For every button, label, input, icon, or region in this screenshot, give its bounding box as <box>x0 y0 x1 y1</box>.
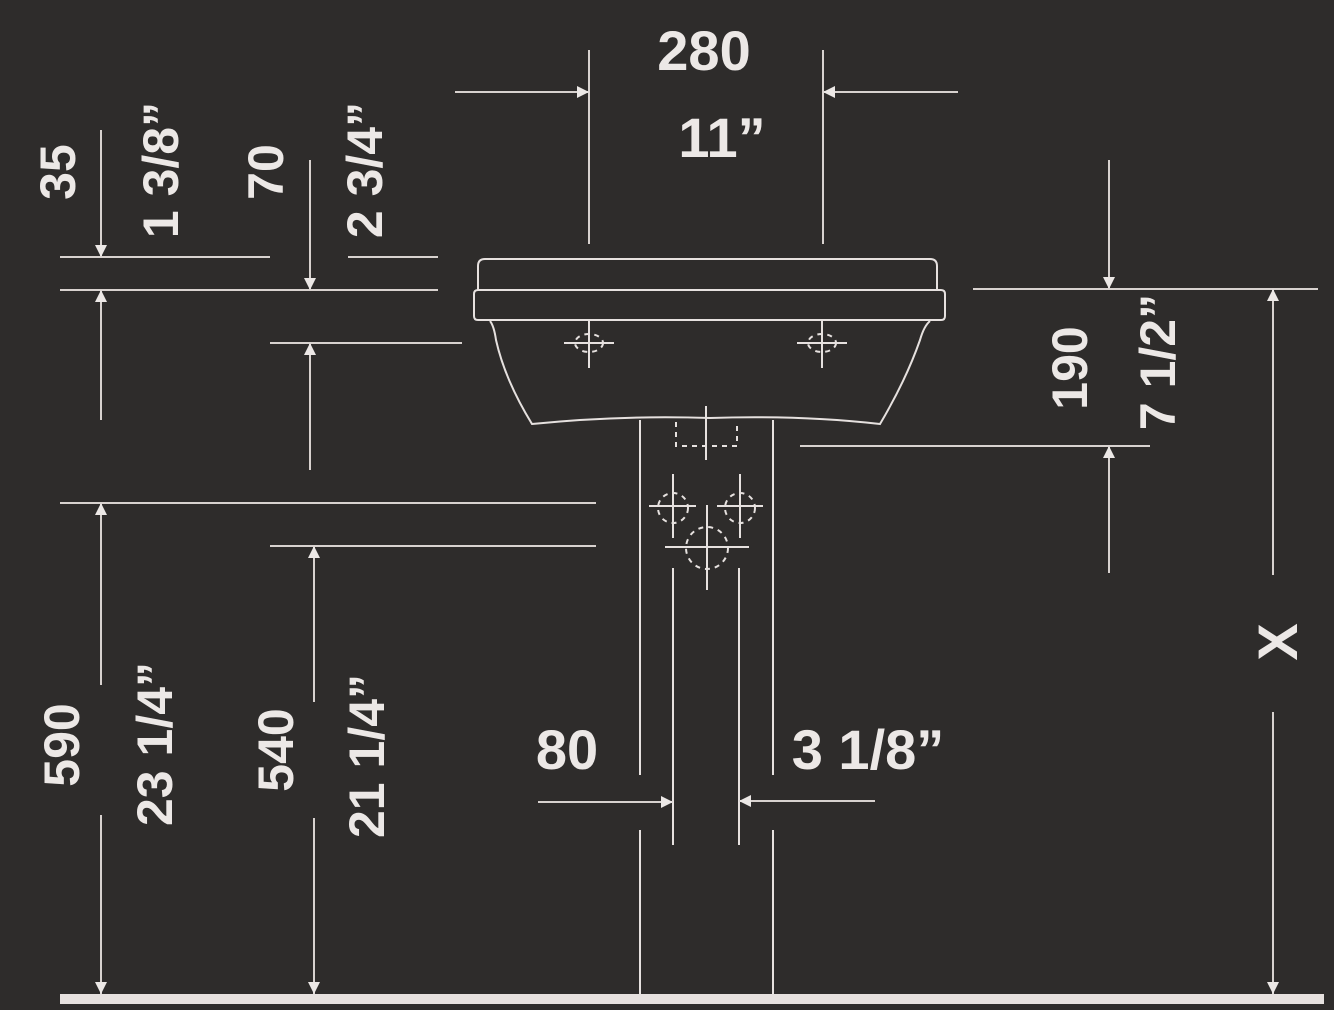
tap-hole-right-icon <box>797 319 847 368</box>
width-mm-label: 280 <box>657 19 750 82</box>
dimension-depth: 190 7 1/2” <box>800 160 1318 573</box>
height-a-mm-label: 590 <box>34 703 90 786</box>
supply-left-icon <box>649 474 696 538</box>
dimension-variable-height: X <box>1246 289 1309 994</box>
waste-outlet-icon <box>665 505 749 590</box>
supply-right-icon <box>717 474 763 538</box>
height-a-in-label: 23 1/4” <box>127 662 183 826</box>
floor-line <box>60 994 1324 1004</box>
variable-height-label: X <box>1246 623 1309 660</box>
depth-in-label: 7 1/2” <box>1130 294 1186 430</box>
height-b-in-label: 21 1/4” <box>339 674 395 838</box>
rim-mm-label: 35 <box>30 144 86 200</box>
basin-outline <box>473 258 946 426</box>
pedestal-outline <box>639 406 774 995</box>
dimension-height-b: 540 21 1/4” <box>248 545 596 994</box>
height-b-mm-label: 540 <box>248 708 304 791</box>
pedestal-mm-label: 80 <box>536 718 598 781</box>
dimension-rim: 35 1 3/8” <box>30 102 438 420</box>
depth-mm-label: 190 <box>1042 326 1098 409</box>
pedestal-in-label: 3 1/8” <box>792 718 945 781</box>
overflow-mm-label: 70 <box>238 144 294 200</box>
width-in-label: 11” <box>678 106 765 169</box>
rim-in-label: 1 3/8” <box>133 102 189 238</box>
tap-hole-left-icon <box>564 319 614 368</box>
dimension-height-a: 590 23 1/4” <box>34 502 596 994</box>
overflow-in-label: 2 3/4” <box>337 102 393 238</box>
dimension-pedestal: 80 3 1/8” <box>536 718 945 808</box>
dimension-width: 280 11” <box>455 19 958 244</box>
dimension-overflow: 70 2 3/4” <box>238 102 462 470</box>
